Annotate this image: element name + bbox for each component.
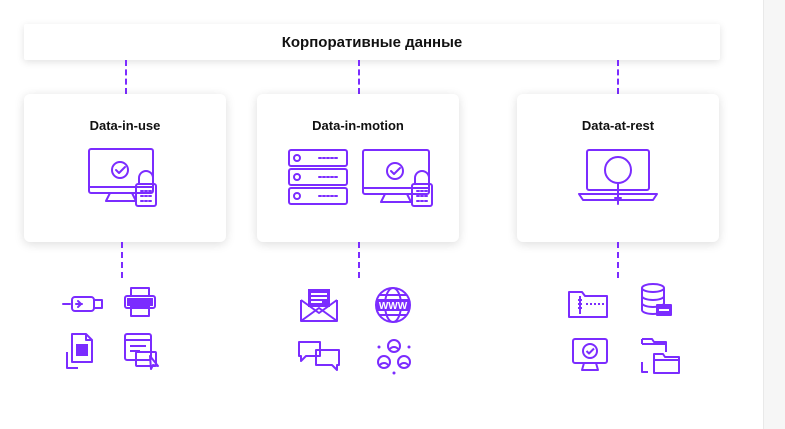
card-data-in-use: Data-in-use: [24, 94, 226, 242]
connector-top-motion: [358, 60, 360, 94]
window-cursor-icon: [124, 333, 159, 370]
header-title: Корпоративные данные: [281, 33, 463, 51]
connector-top-use: [125, 60, 127, 94]
email-icon: [300, 289, 338, 322]
server-monitor-lock-icon: [288, 149, 433, 207]
card-title-motion: Data-in-motion: [312, 118, 404, 133]
card-title-use: Data-in-use: [89, 118, 161, 133]
monitor-lock-icon: [88, 148, 157, 207]
computer-check-icon: [572, 338, 608, 371]
svg-text:WWW: WWW: [379, 301, 408, 312]
connector-bottom-rest: [617, 242, 619, 278]
chat-bubbles-icon: [298, 341, 340, 371]
connector-top-rest: [617, 60, 619, 94]
folder-zip-icon: [568, 291, 608, 318]
card-data-at-rest: Data-at-rest: [517, 94, 719, 242]
database-icon: [641, 283, 672, 316]
printer-icon: [124, 287, 156, 317]
header-bar: Корпоративные данные: [24, 24, 720, 60]
document-icon: [66, 333, 93, 369]
card-title-rest: Data-at-rest: [581, 118, 655, 133]
users-network-icon: [377, 339, 411, 375]
folder-copy-icon: [641, 338, 680, 374]
card-data-in-motion: Data-in-motion: [257, 94, 459, 242]
usb-drive-icon: [62, 296, 103, 312]
laptop-search-icon: [578, 149, 658, 205]
connector-bottom-motion: [358, 242, 360, 278]
right-side-rail: [763, 0, 785, 429]
www-globe-icon: WWW: [375, 287, 411, 323]
connector-bottom-use: [121, 242, 123, 278]
